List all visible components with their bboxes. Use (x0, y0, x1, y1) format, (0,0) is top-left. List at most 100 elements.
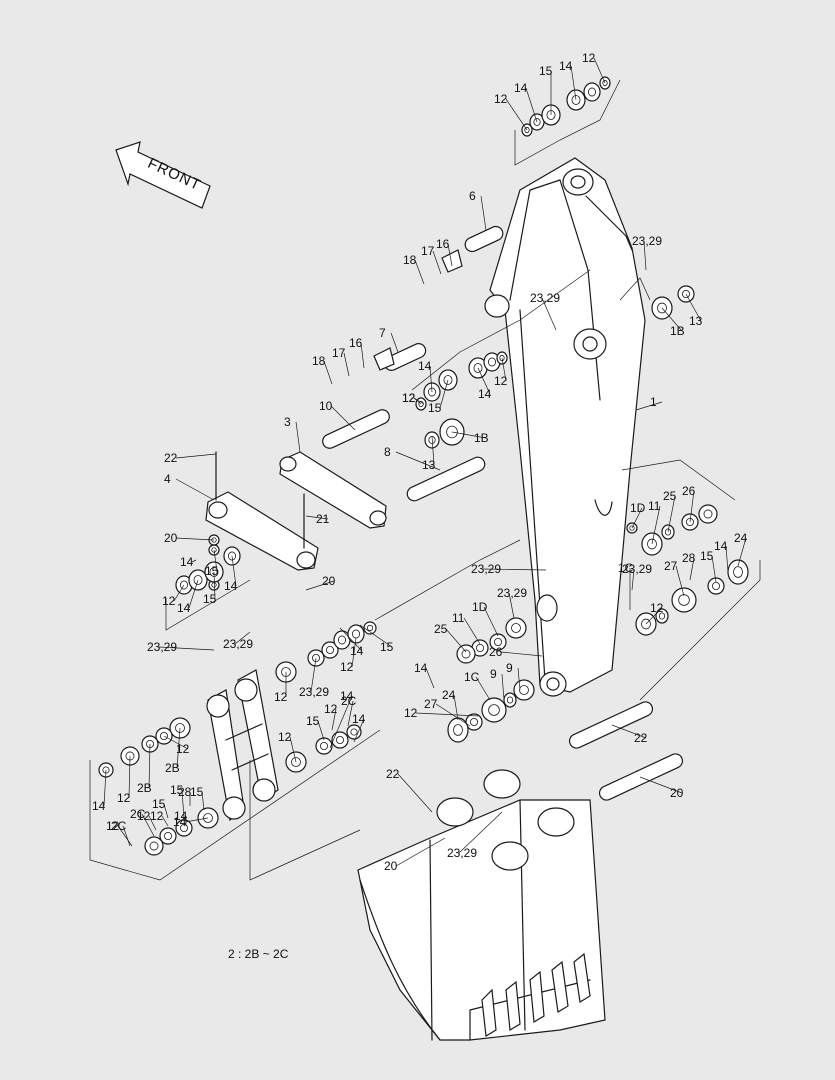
callout-leader (191, 559, 197, 563)
callout-leader (431, 435, 435, 466)
callout-label: 22 (164, 451, 178, 465)
callout-label: 15 (700, 549, 714, 563)
washer-hole (453, 724, 463, 736)
callout-label: 22 (634, 731, 648, 745)
callout-label: 12 (278, 730, 292, 744)
callout-label: 14 (173, 815, 187, 829)
washer-hole (211, 582, 217, 588)
washer (315, 737, 333, 755)
callout-label: 12 (106, 819, 120, 833)
callout-leader (689, 557, 695, 581)
callout-leader (414, 259, 425, 285)
callout-leader (176, 727, 181, 769)
washer-hole (179, 824, 188, 833)
callout-label: 1B (474, 431, 489, 445)
callout-leader (148, 743, 151, 789)
washer-hole (519, 685, 529, 695)
callout-leader (689, 490, 695, 523)
callout-leader (353, 718, 365, 743)
callout-label: 23,29 (632, 234, 662, 248)
washer (503, 692, 517, 708)
callout-label: 18 (312, 354, 326, 368)
washer-hole (602, 79, 608, 87)
callout-label: 12 (324, 702, 338, 716)
callout-leader (483, 606, 499, 637)
callout-label: 7 (379, 326, 386, 340)
note-text: 2 : 2B ~ 2C (228, 947, 289, 961)
callout-leader (330, 405, 356, 431)
washer (489, 633, 507, 651)
washer-hole (163, 832, 172, 841)
callout-leader (451, 431, 487, 439)
callout-leader (213, 549, 218, 572)
callout-leader (517, 667, 521, 691)
washer-hole (203, 813, 213, 823)
washer (727, 559, 749, 585)
washer-hole (473, 363, 483, 373)
arm-body (484, 157, 646, 697)
washer-hole (311, 654, 320, 663)
washer-hole (487, 357, 496, 367)
washer (671, 587, 697, 613)
callout-label: 11 (648, 499, 661, 513)
callout-label: 15 (306, 714, 320, 728)
callout-label: 14 (559, 59, 573, 73)
callout-leader (447, 243, 453, 267)
callout-label: 15 (205, 564, 219, 578)
callout-leader (463, 617, 481, 645)
callout-leader (570, 65, 577, 101)
callout-label: 14 (177, 601, 191, 615)
callout-leader (631, 568, 635, 591)
callout-label: 2B (165, 761, 180, 775)
callout-label: 1C (618, 561, 634, 575)
callout-label: 12 (402, 391, 416, 405)
washer-hole (657, 302, 667, 314)
bucket (357, 769, 606, 1041)
callout-leader (453, 694, 459, 721)
washer (331, 731, 349, 749)
washer (321, 641, 339, 659)
callout-label: 26 (489, 645, 503, 659)
washer-hole (664, 528, 672, 536)
callout-leader (439, 379, 449, 409)
washer-hole (475, 644, 484, 653)
callout-leader (685, 293, 702, 322)
callout-leader (351, 637, 357, 668)
pin-10 (322, 409, 390, 449)
callout-leader (289, 736, 297, 763)
washer-hole (443, 375, 453, 385)
callout-label: 12 (176, 742, 190, 756)
callout-label: 1C (464, 670, 480, 684)
callout-leader (525, 87, 538, 123)
callout-leader (163, 803, 169, 819)
washer (347, 624, 365, 644)
washer-hole (686, 518, 695, 527)
callout-leader (317, 720, 325, 741)
callout-leader (635, 401, 663, 411)
callout-label: 4 (164, 472, 171, 486)
washer (447, 717, 469, 743)
washer (513, 679, 535, 701)
callout-label: 1D (630, 501, 646, 515)
callout-leader (645, 607, 663, 625)
washer-hole (469, 718, 478, 727)
callout-leader (415, 712, 479, 717)
callout-label: 14 (418, 359, 432, 373)
callout-leader (541, 297, 557, 331)
callout-label: 20 (670, 786, 684, 800)
callout-label: 18 (403, 253, 417, 267)
callout-label: 8 (384, 445, 391, 459)
callout-leader (397, 773, 433, 813)
callout-leader (128, 755, 131, 799)
washer-hole (641, 618, 651, 630)
callout-label: 25 (434, 622, 448, 636)
washer-hole (712, 582, 721, 591)
washer-hole (149, 841, 159, 851)
callout-leader (347, 700, 354, 727)
callout-label: 12 (162, 594, 176, 608)
washer-hole (733, 566, 743, 578)
callout-label: 12 (137, 809, 151, 823)
washer-hole (703, 509, 713, 519)
callout-leader (331, 708, 337, 731)
